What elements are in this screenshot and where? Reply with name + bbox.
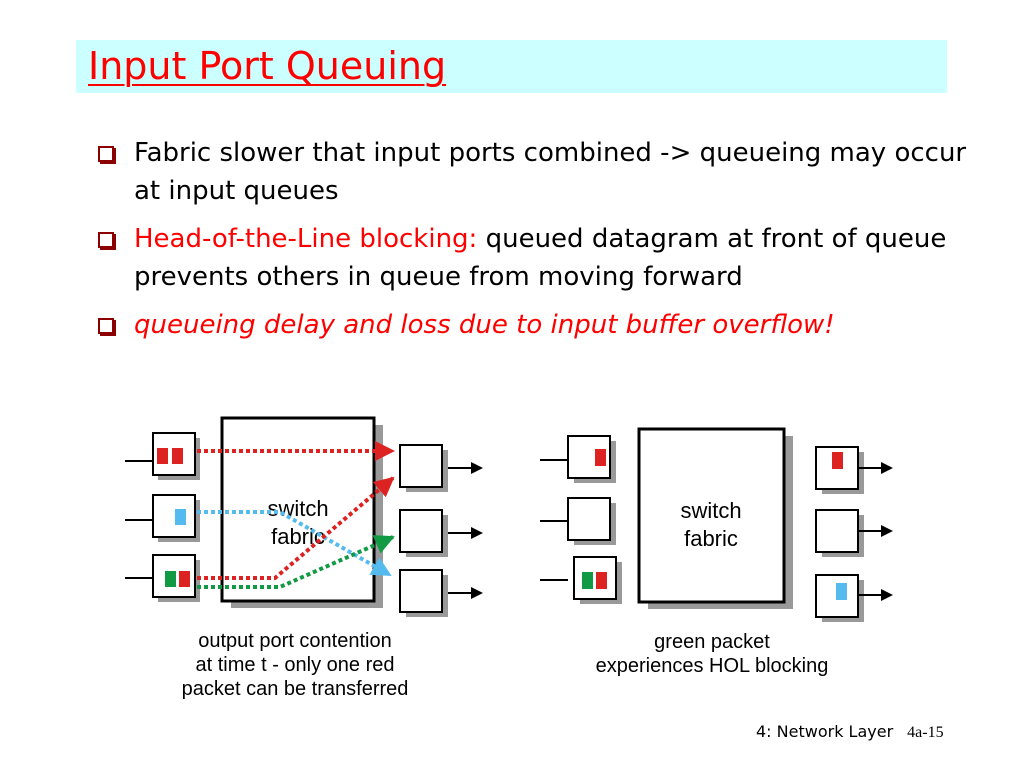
left-caption-line2: at time t - only one red (196, 654, 395, 676)
bullet-fabric-slower: Fabric slower that input ports combined … (98, 134, 978, 210)
input-port-3 (152, 554, 200, 602)
output-port-1 (815, 446, 864, 494)
output-port-2 (399, 509, 448, 557)
bullet-queueing-delay: queueing delay and loss due to input buf… (98, 306, 978, 344)
bullet-text: Fabric slower that input ports combined … (134, 138, 967, 206)
left-caption-line1: output port contention (198, 630, 391, 652)
footer-chapter: 4: Network Layer (756, 722, 894, 741)
input-port-2 (567, 497, 616, 545)
output-port-2 (815, 509, 864, 557)
slide-title: Input Port Queuing (88, 44, 447, 88)
switch-diagrams: switch fabric output port contention at … (125, 416, 893, 700)
fabric-label-line1: switch (267, 496, 328, 521)
footer-page-number: 4a-15 (907, 724, 944, 741)
bullet-text: queued datagram at front of queue preven… (134, 224, 947, 292)
left-caption-line3: packet can be transferred (182, 678, 409, 700)
red-path-2 (197, 476, 395, 580)
bullet-list: Fabric slower that input ports combined … (98, 134, 978, 354)
output-port-3 (815, 574, 864, 622)
checkbox-bullet-icon (98, 318, 114, 334)
bullet-text: queueing delay and loss due to input buf… (134, 310, 835, 340)
bullet-hol-blocking: Head-of-the-Line blocking: queued datagr… (98, 220, 978, 296)
fabric-label-line1: switch (680, 498, 741, 523)
input-port-1 (152, 432, 200, 480)
input-port-3 (573, 556, 622, 604)
switch-fabric-box (637, 427, 786, 604)
left-switch-diagram: switch fabric output port contention at … (125, 416, 483, 700)
right-switch-diagram: switch fabric green packet experiences H… (540, 427, 893, 677)
checkbox-bullet-icon (98, 232, 114, 248)
fabric-label-line2: fabric (271, 524, 325, 549)
input-port-2 (152, 494, 200, 542)
right-caption-line1: green packet (654, 631, 770, 653)
right-caption-line2: experiences HOL blocking (596, 655, 829, 677)
input-port-1 (567, 435, 616, 483)
slide-footer: 4: Network Layer 4a-15 (756, 722, 944, 742)
switch-fabric-box (220, 416, 376, 603)
output-port-3 (399, 569, 448, 617)
bullet-highlight: Head-of-the-Line blocking: (134, 224, 478, 254)
fabric-label-line2: fabric (684, 526, 738, 551)
title-banner (76, 40, 947, 93)
output-port-1 (399, 444, 448, 492)
checkbox-bullet-icon (98, 146, 114, 162)
